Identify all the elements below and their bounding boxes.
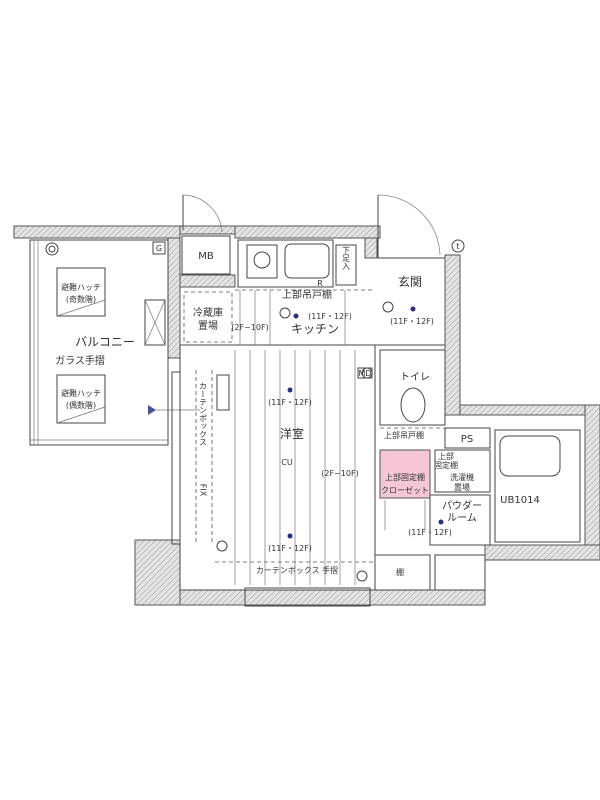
ps-label: PS (461, 434, 473, 445)
hatch-even-sub: (偶数階) (66, 400, 96, 410)
upper-cabinet-label: 上部吊戸棚 (282, 288, 332, 301)
fridge-note: (2F~10F) (231, 323, 268, 332)
curtain-box-rail: カーテンボックス 手摺 (256, 565, 338, 575)
evacuation-hatch-odd (56, 267, 106, 317)
glass-railing-label: ガラス手摺 (55, 354, 105, 367)
bathtub-icon (499, 435, 561, 477)
door-swing-mb (182, 194, 223, 233)
laundry-shelf-2: 固定棚 (434, 460, 458, 470)
powder-room-label-2: ルーム (447, 512, 477, 524)
balcony: G 避難ハッチ (奇数階) 避難ハッチ (偶数階) バルコニー ガラス手摺 (29, 239, 200, 446)
sink-icon (284, 243, 330, 279)
hatch-even-label: 避難ハッチ (61, 388, 101, 398)
room-note-mid: (2F~10F) (321, 469, 358, 478)
closet-upper-shelf: 上部固定棚 (385, 472, 425, 482)
western-room-label: 洋室 (280, 426, 304, 441)
fix-label: FIX (199, 484, 208, 497)
entrance-mark: t (456, 242, 459, 251)
entrance-floor-note: (11F・12F) (390, 317, 434, 326)
powder-room-note: (11F・12F) (408, 528, 452, 537)
entrance-label: 玄関 (398, 274, 422, 289)
curtain-box-vertical: カーテンボックス (199, 382, 208, 446)
shelf-label: 棚 (396, 567, 404, 577)
bath-label: UB1014 (500, 495, 540, 506)
gas-mark: G (156, 244, 162, 253)
fridge-label: 冷蔵庫 (193, 306, 223, 319)
cu-label: CU (281, 458, 293, 467)
arrow-icon (148, 405, 156, 415)
closet (379, 449, 431, 499)
kitchen-floor-note: (11F・12F) (308, 312, 352, 321)
hatch-odd-label: 避難ハッチ (61, 282, 101, 292)
toilet-upper-cabinet: 上部吊戸棚 (384, 430, 424, 440)
toilet-icon (400, 387, 426, 423)
room-note-bottom: (11F・12F) (268, 544, 312, 553)
evacuation-hatch-even (56, 374, 106, 424)
laundry-label: 洗濯機 (450, 472, 474, 482)
fridge-label-2: 置場 (198, 319, 218, 332)
entrance: t 玄関 (11F・12F) (375, 194, 465, 346)
walls (13, 225, 600, 606)
closet-label: クローゼット (381, 485, 429, 495)
toilet-label: トイレ (400, 372, 430, 383)
western-room: カーテンボックス FIX (11F・12F) 洋室 CU (2F~10F) (1… (171, 290, 376, 607)
outdoor-unit (144, 299, 166, 346)
hatch-odd-sub: (奇数階) (66, 294, 96, 304)
shoe-box-label: 下足入 (342, 246, 351, 270)
md-label: MD (358, 369, 371, 378)
balcony-label: バルコニー (75, 335, 135, 349)
kitchen: R 下足入 冷蔵庫 置場 (2F~10F) 上部吊戸棚 (11F・12F) キッ… (183, 239, 375, 343)
room-note-top: (11F・12F) (268, 398, 312, 407)
window (244, 587, 371, 607)
powder-room-label: パウダー (442, 499, 482, 512)
kitchen-label: キッチン (291, 322, 339, 336)
stove-icon (246, 244, 278, 279)
laundry-shelf: 上部 (438, 451, 454, 461)
laundry-label-2: 置場 (454, 482, 470, 492)
r-mark: R (317, 279, 323, 288)
meter-box-label: MB (198, 251, 214, 262)
